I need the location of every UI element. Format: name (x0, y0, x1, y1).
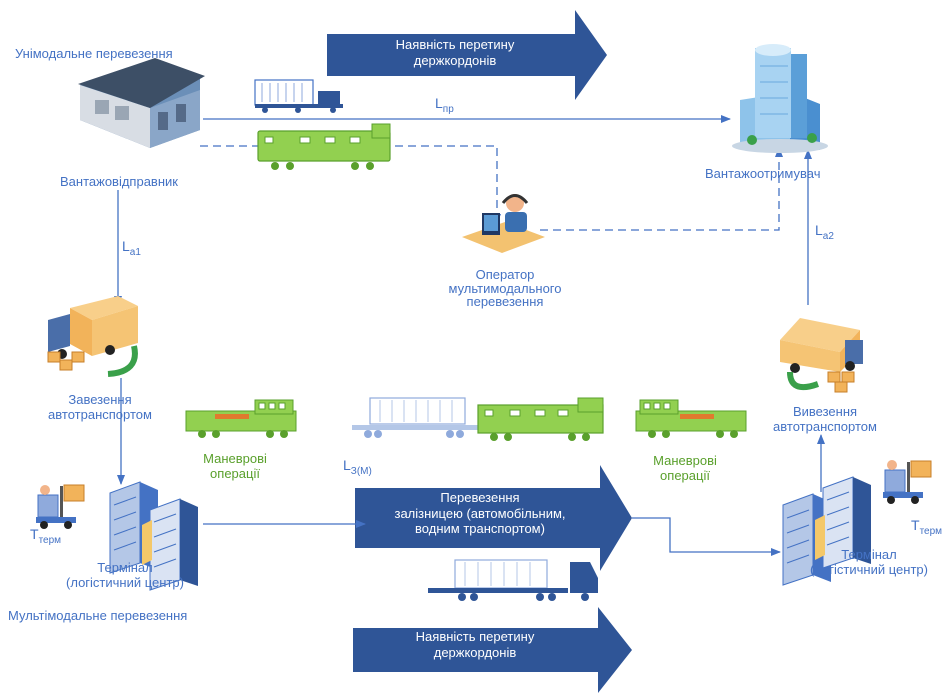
tterm-right-var: Ттерм (911, 517, 943, 537)
locomotive-icon (477, 397, 604, 441)
multimodal-label: Мультімодальне перевезення (8, 608, 188, 623)
shunting-right-label: Маневрові операції (653, 453, 717, 483)
la2-var: La2 (815, 222, 834, 242)
shunting-left-label: Маневрові операції (203, 451, 267, 481)
container-truck-icon (428, 559, 598, 601)
forklift-icon (883, 460, 932, 504)
warehouse-icon (78, 58, 205, 148)
lzm-var: LЗ(М) (343, 457, 372, 477)
forklift-icon (36, 484, 85, 529)
rail-terminal-line (632, 517, 781, 556)
la1-var: La1 (122, 238, 141, 258)
import-truck-label: Завезення автотранспортом (48, 392, 152, 422)
export-truck-label: Вивезення автотранспортом (773, 404, 877, 434)
delivery-truck-icon (47, 296, 138, 377)
shipper-label: Вантажовідправник (60, 174, 178, 189)
operator-label: Оператор мультимодального перевезення (448, 267, 562, 310)
container-railcar-icon (352, 397, 480, 438)
terminal-right-label: Термінал (логістичний центр) (810, 547, 928, 577)
rail-transport-arrow-label: Перевезення залізницею (автомобільним, в… (394, 490, 566, 537)
operator-workstation-icon (462, 194, 545, 253)
bottom-border-arrow-label: Наявність перетину держкордонів (415, 629, 535, 660)
delivery-truck-icon (780, 318, 863, 393)
tterm-left-var: Ттерм (30, 526, 62, 546)
connectors (114, 115, 825, 556)
locomotive-icon (185, 399, 297, 438)
terminal-left-label: Термінал (логістичний центр) (66, 560, 184, 590)
top-border-arrow (327, 10, 607, 100)
truck-icon (254, 79, 343, 113)
unimodal-label: Унімодальне перевезення (15, 46, 173, 61)
lpr-var: Lпр (435, 95, 454, 115)
rail-transport-arrow (355, 465, 632, 571)
locomotive-icon (257, 123, 391, 170)
top-border-arrow-label: Наявність перетину держкордонів (395, 37, 515, 68)
locomotive-icon (635, 399, 747, 438)
server-terminal-icon (109, 481, 198, 591)
bottom-border-arrow (353, 607, 632, 693)
office-building-icon (732, 44, 828, 153)
server-terminal-icon (782, 476, 871, 586)
dashed-operator-consignee (540, 147, 783, 231)
consignee-label: Вантажоотримувач (705, 166, 821, 181)
